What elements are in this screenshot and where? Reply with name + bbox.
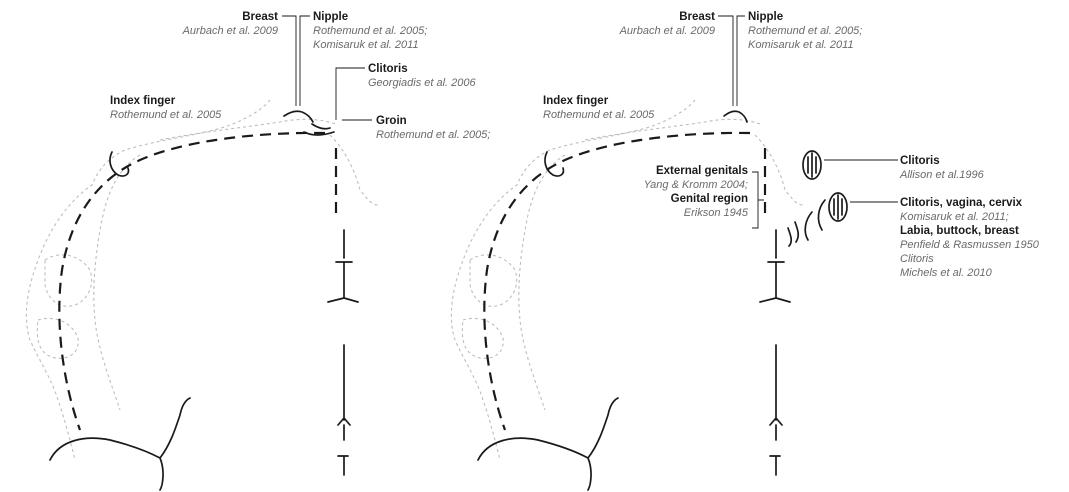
index-finger-shape [545, 152, 563, 176]
index-finger-label: Index finger [110, 95, 176, 107]
breast-ref: Aurbach et al. 2009 [182, 25, 278, 37]
sulcus-lines [770, 345, 782, 475]
homunculus-outline [37, 318, 78, 358]
index-finger-shape [110, 152, 128, 176]
clitoris-top-label: Clitoris [900, 155, 940, 167]
sulcus-lines [328, 230, 358, 302]
homunculus-outline [45, 255, 92, 307]
homunculus-outline [94, 155, 140, 410]
left-panel: Breast Aurbach et al. 2009 Nipple Rothem… [26, 11, 490, 490]
nipple-leader [737, 16, 745, 106]
homunculus-outline [451, 100, 695, 460]
homunculus-outline [519, 155, 565, 410]
sulcus-lines [338, 345, 350, 475]
sulcus-lines [760, 230, 790, 302]
genital-region-label: Genital region [671, 193, 748, 205]
homunculus-outline [330, 135, 378, 205]
clitoris-top-ref: Allison et al.1996 [899, 169, 985, 181]
index-finger-ref: Rothemund et al. 2005 [543, 109, 655, 121]
groin-label: Groin [376, 115, 407, 127]
breast-leader [282, 16, 296, 106]
external-genitals-label: External genitals [656, 165, 748, 177]
nipple-leader [300, 16, 310, 106]
clitoris-glyph-bottom [829, 193, 847, 221]
breast-ref: Aurbach et al. 2009 [619, 25, 715, 37]
clitoris-bottom-label: Clitoris [900, 253, 934, 265]
labia-buttock-breast-ref: Penfield & Rasmussen 1950 [900, 239, 1040, 251]
nipple-ref: Rothemund et al. 2005; [748, 25, 862, 37]
external-genitals-ref: Yang & Kromm 2004; [644, 179, 748, 191]
nipple-ref-2: Komisaruk et al. 2011 [748, 39, 854, 51]
homunculus-outline [470, 255, 517, 307]
nipple-shape [724, 111, 747, 122]
clitoris-vagina-cervix-label: Clitoris, vagina, cervix [900, 197, 1023, 209]
clitoris-vagina-cervix-ref: Komisaruk et al. 2011; [900, 211, 1009, 223]
nipple-shape [284, 111, 313, 122]
clitoris-ref: Georgiadis et al. 2006 [368, 77, 477, 89]
labia-glyph [788, 222, 798, 246]
genital-region-ref: Erikson 1945 [684, 207, 749, 219]
vagina-glyph [805, 200, 825, 240]
cortex-boundary [484, 133, 750, 430]
homunculus-outline [755, 135, 803, 205]
right-panel: Breast Aurbach et al. 2009 Nipple Rothem… [451, 11, 1039, 490]
clitoris-label: Clitoris [368, 63, 408, 75]
clitoris-glyph-top [803, 151, 821, 179]
homunculus-outline [26, 100, 270, 460]
nipple-label: Nipple [313, 11, 348, 23]
genitals-bracket [752, 172, 764, 228]
nipple-ref: Rothemund et al. 2005; [313, 25, 427, 37]
homunculus-outline [462, 318, 503, 358]
breast-label: Breast [679, 11, 715, 23]
nipple-label: Nipple [748, 11, 783, 23]
index-finger-label: Index finger [543, 95, 609, 107]
cortex-boundary [59, 133, 325, 430]
labia-buttock-breast-label: Labia, buttock, breast [900, 225, 1019, 237]
index-finger-ref: Rothemund et al. 2005 [110, 109, 222, 121]
clitoris-shape [312, 124, 330, 129]
nipple-ref-2: Komisaruk et al. 2011 [313, 39, 419, 51]
groin-ref: Rothemund et al. 2005; [376, 129, 490, 141]
breast-leader [718, 16, 733, 106]
breast-label: Breast [242, 11, 278, 23]
clitoris-leader [336, 68, 365, 120]
clitoris-bottom-ref: Michels et al. 2010 [900, 267, 993, 279]
